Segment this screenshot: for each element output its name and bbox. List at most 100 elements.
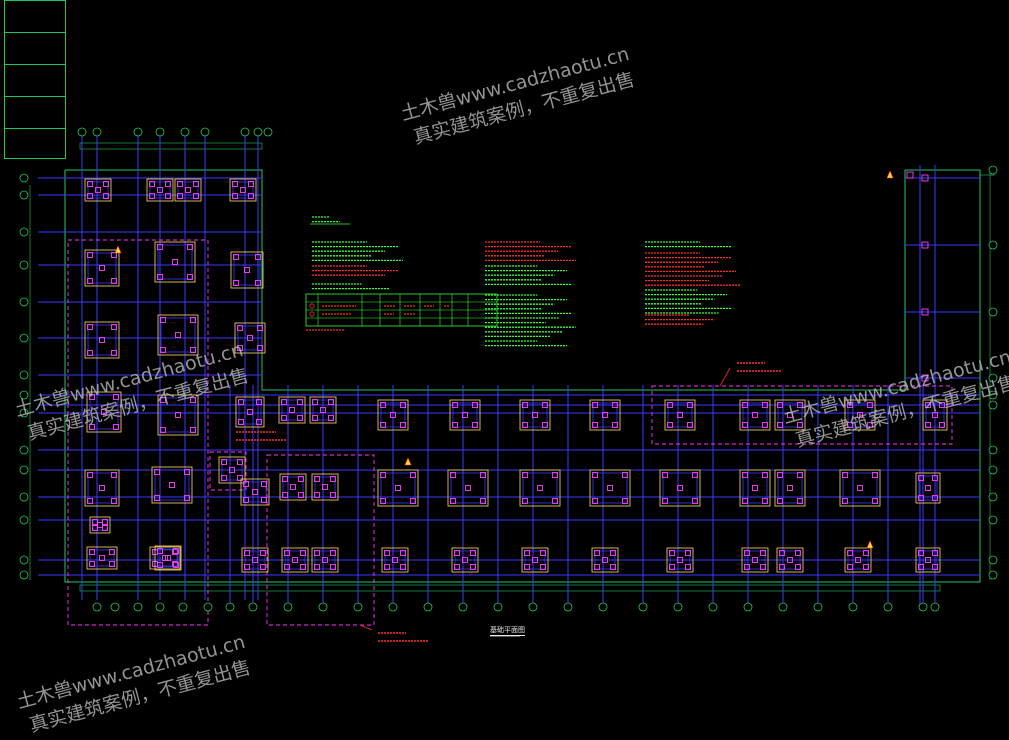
pile-square <box>290 484 296 490</box>
axis-bubble-icon <box>988 492 998 502</box>
dimension-band <box>79 142 263 150</box>
pile-square <box>232 193 238 199</box>
pile-square <box>395 485 401 491</box>
pile-square <box>284 550 290 556</box>
pile-cap-inner <box>221 459 243 481</box>
pile-cap <box>377 399 409 431</box>
axis-bubble-icon <box>19 408 29 418</box>
title-block-row <box>5 33 65 65</box>
pile-square <box>314 476 320 482</box>
pile-square <box>185 187 191 193</box>
pile-square <box>932 475 938 481</box>
pile-cap-inner <box>777 402 803 428</box>
pile-cap <box>311 547 339 573</box>
pile-cap-inner <box>238 399 262 425</box>
pile-cap <box>915 472 941 504</box>
axis-bubble-icon <box>388 602 398 612</box>
axis-bubble-icon <box>988 515 998 525</box>
pile-square <box>289 407 295 413</box>
pile-cap-inner <box>522 472 558 504</box>
pile-square <box>87 350 93 356</box>
pile-square <box>87 472 93 478</box>
pile-cap-outline <box>839 469 881 507</box>
axis-gridlines <box>38 135 980 605</box>
pile-square <box>103 193 109 199</box>
pile-cap-inner <box>847 402 873 428</box>
pile-square <box>752 412 758 418</box>
pile-square <box>410 498 416 504</box>
notes-title <box>312 214 348 221</box>
pile-square <box>470 550 476 556</box>
pile-square <box>918 550 924 556</box>
pile-square <box>256 399 262 405</box>
pile-cap-inner <box>918 475 938 501</box>
pile-square <box>89 424 95 430</box>
pile-cap-inner <box>312 399 334 421</box>
pile-square <box>87 498 93 504</box>
pile-square <box>762 402 768 408</box>
pile-square <box>165 555 171 561</box>
pile-square <box>298 492 304 498</box>
pile-square <box>380 472 386 478</box>
axis-bubble-icon <box>19 370 29 380</box>
pile-square <box>300 564 306 570</box>
pile-square <box>314 564 320 570</box>
pile-square <box>237 325 243 331</box>
pile-cap <box>86 391 122 433</box>
pile-cap-inner <box>232 181 254 199</box>
pile-cap <box>311 473 339 501</box>
pile-cap-outline <box>449 399 481 431</box>
pile-square <box>237 475 243 481</box>
pile-square <box>252 557 258 563</box>
pile-square <box>255 280 261 286</box>
pile-square <box>669 564 675 570</box>
pile-square <box>175 332 181 338</box>
pile-cap-inner <box>744 550 766 570</box>
pile-cap-inner <box>842 472 878 504</box>
pile-square <box>685 564 691 570</box>
pile-cap-inner <box>314 550 336 570</box>
pile-cap-inner <box>87 472 117 504</box>
pile-square <box>797 422 803 428</box>
pile-square <box>233 254 239 260</box>
axis-bubble-icon <box>225 602 235 612</box>
pile-square <box>470 564 476 570</box>
pile-cap <box>922 399 948 431</box>
pile-square <box>149 193 155 199</box>
pile-square <box>162 555 168 561</box>
pile-square <box>532 412 538 418</box>
pile-cap <box>234 322 266 354</box>
pile-cap <box>774 399 806 431</box>
pile-cap-outline <box>151 466 193 504</box>
pile-square <box>552 472 558 478</box>
pile-square <box>400 422 406 428</box>
pile-square <box>857 412 863 418</box>
pile-square <box>190 427 196 433</box>
pile-cap <box>309 396 337 424</box>
pile-square <box>173 548 179 554</box>
pile-square <box>692 498 698 504</box>
pile-cap <box>521 547 549 573</box>
pile-cap-outline <box>279 473 307 501</box>
axis-bubble-icon <box>180 127 190 137</box>
pile-square <box>173 562 179 568</box>
axis-bubble-icon <box>133 602 143 612</box>
pile-square <box>187 274 193 280</box>
pile-cap-outline <box>146 178 174 202</box>
pile-square <box>932 412 938 418</box>
pile-square <box>260 550 266 556</box>
pile-square <box>685 550 691 556</box>
axis-bubble-icon <box>638 602 648 612</box>
dimension-band <box>79 584 941 592</box>
axis-bubble-icon <box>19 297 29 307</box>
pile-square <box>172 561 178 567</box>
pile-square <box>233 280 239 286</box>
pile-square <box>777 498 783 504</box>
notes-block <box>645 241 732 248</box>
legend-symbol-icon <box>309 311 315 317</box>
pile-square <box>594 550 600 556</box>
pile-cap <box>229 178 257 202</box>
axis-bubble-icon <box>988 307 998 317</box>
pile-cap-inner <box>154 469 190 501</box>
pile-square <box>160 317 166 323</box>
